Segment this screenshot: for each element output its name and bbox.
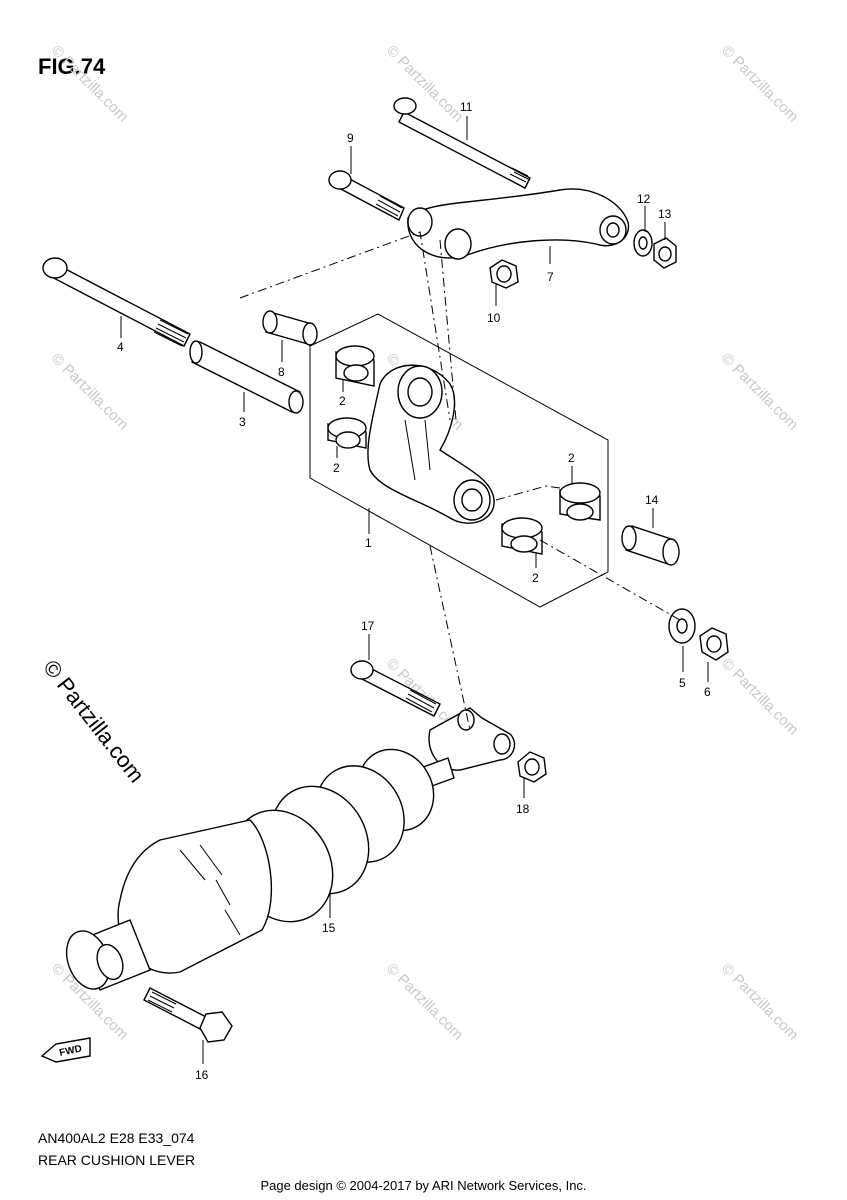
assembly-line	[429, 545, 471, 731]
assembly-line	[239, 231, 451, 421]
part-17-bolt[interactable]	[350, 660, 441, 717]
assembly-outline	[309, 313, 609, 608]
callout-2-c[interactable]: 2	[568, 451, 575, 465]
callout-17[interactable]: 17	[361, 619, 375, 633]
callout-2-a[interactable]: 2	[339, 394, 346, 408]
callout-7[interactable]: 7	[547, 270, 554, 284]
part-3-collar[interactable]	[189, 340, 304, 414]
part-15-shock-absorber[interactable]	[59, 707, 516, 995]
callout-6[interactable]: 6	[704, 685, 711, 699]
callout-3[interactable]: 3	[239, 415, 246, 429]
callout-4[interactable]: 4	[117, 340, 124, 354]
part-18-nut[interactable]	[517, 751, 547, 783]
part-10-nut[interactable]	[489, 259, 519, 289]
assembly-line	[495, 485, 561, 501]
callout-8[interactable]: 8	[278, 365, 285, 379]
fwd-label: FWD	[58, 1043, 83, 1058]
part-2-bearing-c[interactable]	[559, 482, 601, 521]
figure-title: FIG.74	[38, 54, 106, 79]
diagram-name: REAR CUSHION LEVER	[38, 1152, 196, 1168]
callout-10[interactable]: 10	[487, 311, 501, 325]
diagram-code: AN400AL2 E28 E33_074	[38, 1130, 195, 1146]
callout-2-d[interactable]: 2	[532, 571, 539, 585]
callout-2-b[interactable]: 2	[333, 461, 340, 475]
part-8-spacer[interactable]	[262, 310, 318, 346]
fwd-arrow-icon: FWD	[40, 1037, 91, 1063]
callout-9[interactable]: 9	[347, 131, 354, 145]
callout-13[interactable]: 13	[658, 207, 672, 221]
part-4-bolt[interactable]	[42, 257, 191, 347]
page-footer: Page design © 2004-2017 by ARI Network S…	[260, 1178, 587, 1193]
part-6-nut[interactable]	[699, 627, 729, 661]
assembly-line	[539, 539, 681, 621]
part-2-bearing-b[interactable]	[327, 417, 367, 449]
part-16-bolt[interactable]	[143, 987, 233, 1043]
callout-11[interactable]: 11	[460, 100, 473, 114]
callout-16[interactable]: 16	[195, 1068, 209, 1082]
callout-12[interactable]: 12	[637, 192, 651, 206]
part-13-nut[interactable]	[653, 237, 677, 269]
part-5-washer[interactable]	[668, 608, 696, 644]
part-14-spacer[interactable]	[621, 525, 680, 566]
part-7-rod[interactable]	[407, 188, 630, 260]
callout-14[interactable]: 14	[645, 493, 659, 507]
leader-lines	[120, 116, 709, 1064]
part-1-cushion-lever[interactable]	[367, 364, 495, 524]
part-12-washer[interactable]	[633, 229, 653, 257]
callout-5[interactable]: 5	[679, 676, 686, 690]
callout-15[interactable]: 15	[322, 921, 336, 935]
part-2-bearing-d[interactable]	[501, 517, 543, 555]
callout-18[interactable]: 18	[516, 802, 530, 816]
part-11-bolt[interactable]	[393, 97, 531, 189]
part-2-bearing-a[interactable]	[335, 345, 375, 387]
assembly-line	[439, 239, 457, 421]
callout-1[interactable]: 1	[365, 536, 372, 550]
part-9-bolt[interactable]	[328, 170, 405, 221]
